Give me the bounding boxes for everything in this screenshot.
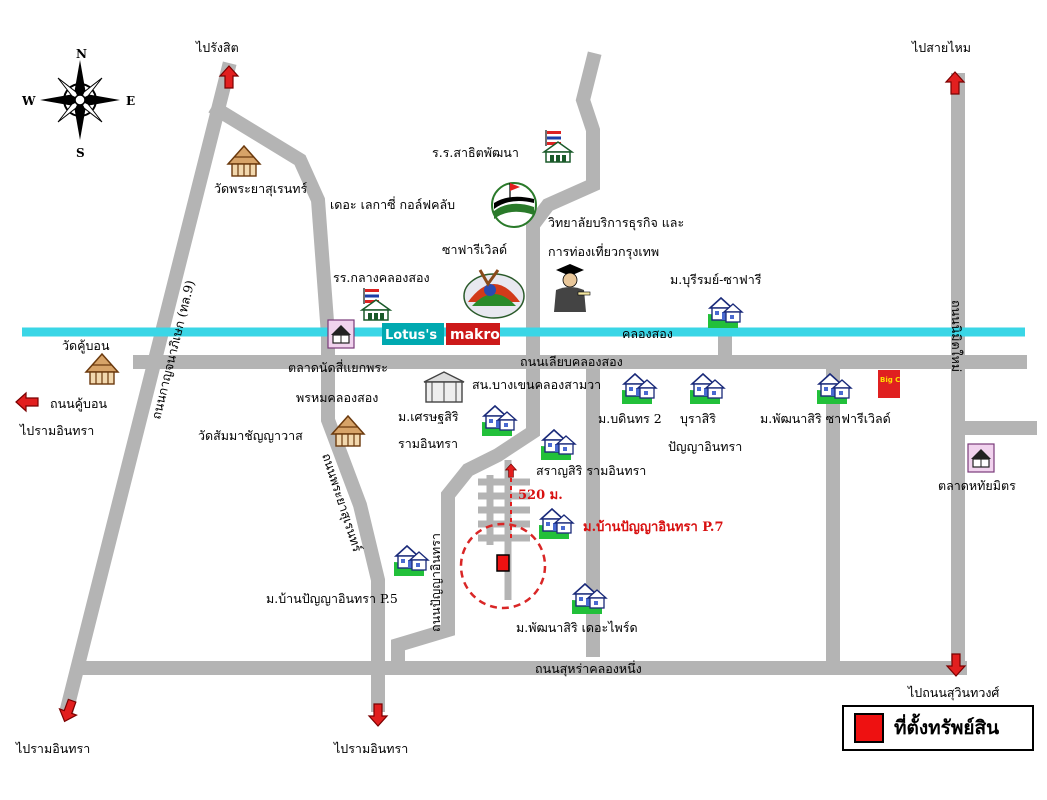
house-icon <box>481 405 517 437</box>
label-to-ramintra-mid: ไปรามอินทรา <box>333 741 408 756</box>
police-station-icon <box>423 371 465 403</box>
lotus-label: Lotus's <box>385 328 437 343</box>
label-saransiri: สราญสิริ รามอินทรา <box>536 463 646 478</box>
house-icon <box>621 373 657 405</box>
house-icon <box>689 373 725 405</box>
bigc-label: Big C <box>880 376 900 384</box>
road-phraya-suren <box>208 100 385 712</box>
label-talat-hathai: ตลาดหทัยมิตร <box>938 478 1016 493</box>
house-icon <box>393 545 429 577</box>
label-rr-klang: รร.กลางคลองสอง <box>333 270 430 285</box>
label-road-panya: ถนนปัญญาอินทรา <box>428 533 443 632</box>
compass-n: N <box>76 47 87 61</box>
label-m-burirom: ม.บุรีรมย์-ซาฟารี <box>670 272 762 288</box>
house-icon <box>707 297 743 329</box>
market-icon <box>327 319 355 349</box>
graduate-icon <box>554 264 591 312</box>
label-safari: ซาฟารีเวิลด์ <box>442 242 507 257</box>
school-icon <box>361 287 391 321</box>
label-to-ramintra-left: ไปรามอินทรา <box>15 741 90 756</box>
label-wat-kubon: วัดคู้บอน <box>62 338 110 354</box>
label-to-rangsit: ไปรังสิต <box>195 40 239 55</box>
label-m-setthasiri-2: รามอินทรา <box>398 436 458 451</box>
house-icon <box>540 429 576 461</box>
compass-rose: N S E W <box>21 47 135 160</box>
road-kanchanaphisek <box>59 61 237 714</box>
compass-w: W <box>21 94 36 108</box>
label-burasiri-1: บุราสิริ <box>680 411 716 427</box>
legend-swatch <box>854 713 884 743</box>
label-wat-phraya: วัดพระยาสุเรนทร์ <box>214 181 308 197</box>
target-marker <box>496 554 510 572</box>
house-icon <box>538 508 574 540</box>
arrow-left-icon <box>15 392 39 412</box>
label-police: สน.บางเขนคลองสามวา <box>472 377 601 392</box>
canal-label: คลองสอง <box>622 326 673 341</box>
road-panya-main <box>526 51 602 367</box>
label-m-baintorn: ม.บดินทร 2 <box>598 411 662 426</box>
safari-world-logo <box>463 269 525 319</box>
makro-sign <box>446 323 500 345</box>
label-college-1: วิทยาลัยบริการธุรกิจ และ <box>548 215 684 231</box>
label-road-nimit: ถนนนิมิตใหม่ <box>949 300 964 372</box>
road-panya-lower <box>391 353 540 672</box>
label-to-nimitmai: ไปถนนสุวินทวงศ์ <box>907 685 999 701</box>
market-icon <box>967 443 995 473</box>
temple-icon <box>331 415 365 447</box>
school-icon <box>543 129 573 163</box>
label-market-2: พรหมคลองสอง <box>296 390 378 405</box>
label-target-village: ม.บ้านปัญญาอินทรา P.7 <box>583 519 724 535</box>
arrow-down-icon <box>55 697 82 726</box>
map-legend: ที่ตั้งทรัพย์สิน <box>842 705 1034 751</box>
soi-lanes <box>478 460 530 600</box>
label-to-saimai: ไปสายไหม <box>911 40 971 55</box>
temple-icon <box>85 353 119 385</box>
bigc-sign <box>878 370 900 398</box>
label-m-setthasiri-1: ม.เศรษฐสิริ <box>398 409 459 424</box>
label-kubon-road: ถนนคู้บอน <box>50 396 107 412</box>
label-wat-sammachan: วัดสัมมาชัญญาวาส <box>198 428 303 443</box>
label-road-liap: ถนนเลียบคลองสอง <box>520 354 623 369</box>
house-icon <box>571 583 607 615</box>
label-market-1: ตลาดนัดสี่แยกพระ <box>288 359 388 375</box>
label-m-pattanasiri: ม.พัฒนาสิริ ซาฟารีเวิลด์ <box>760 411 891 426</box>
label-village-p5: ม.บ้านปัญญาอินทรา P.5 <box>266 591 398 606</box>
label-pattanasiri-5: ม.พัฒนาสิริ เดอะไพร์ด <box>516 620 638 635</box>
house-icon <box>816 373 852 405</box>
legend-label: ที่ตั้งทรัพย์สิน <box>894 717 1000 739</box>
label-burasiri-2: ปัญญาอินทรา <box>668 439 742 454</box>
compass-s: S <box>76 146 85 160</box>
golf-club-logo <box>491 182 537 228</box>
label-rr-sarit: ร.ร.สาธิตพัฒนา <box>432 145 519 160</box>
label-to-ramintra-west: ไปรามอินทรา <box>19 423 94 438</box>
label-college-2: การท่องเที่ยวกรุงเทพ <box>548 243 659 260</box>
label-lakeside: เดอะ เลกาซี่ กอล์ฟคลับ <box>330 196 455 212</box>
place-labels: ไปรังสิต ไปสายไหม วัดพระยาสุเรนทร์ ร.ร.ส… <box>15 40 1016 756</box>
road-network <box>59 51 1037 714</box>
lotus-sign <box>382 323 444 345</box>
label-dist-520: 520 ม. <box>518 488 563 503</box>
makro-label: makro <box>450 327 500 343</box>
target-ring <box>459 522 547 610</box>
temple-icon <box>227 145 261 177</box>
compass-e: E <box>126 94 135 108</box>
label-road-sukha: ถนนสุหร่าคลองหนึ่ง <box>535 660 642 677</box>
